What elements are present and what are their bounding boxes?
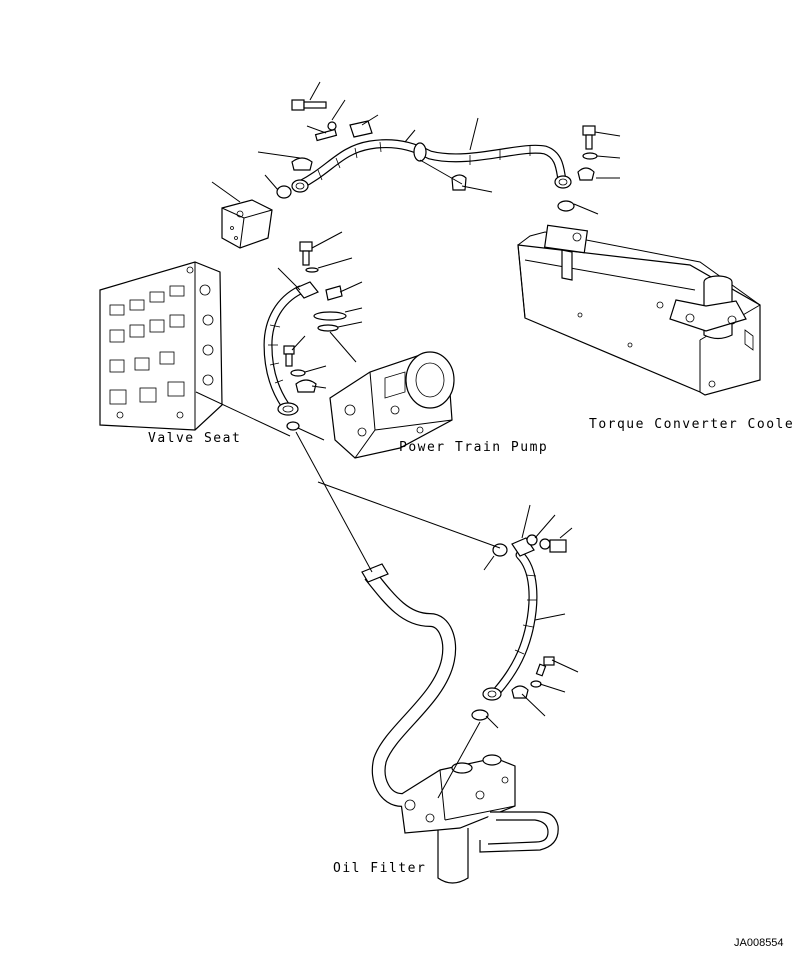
upper-hose: [291, 139, 572, 193]
leader-lines: [195, 81, 621, 799]
fittings: [276, 99, 598, 721]
torque-converter-cooler: [517, 224, 761, 396]
valve-seat: [99, 261, 223, 431]
filter-hose: [482, 537, 538, 701]
pump-hose: [263, 281, 319, 416]
junction-block: [221, 199, 273, 249]
oil-filter: [399, 754, 559, 884]
drawing-code: JA008554: [734, 937, 784, 949]
torque-converter-cooler-label: Torque Converter Cooler: [589, 417, 792, 432]
power-train-pump: [329, 351, 455, 459]
oil-filter-label: Oil Filter: [333, 861, 426, 876]
main-tube: [361, 563, 456, 807]
power-train-pump-label: Power Train Pump: [399, 440, 548, 455]
valve-seat-label: Valve Seat: [148, 431, 241, 446]
